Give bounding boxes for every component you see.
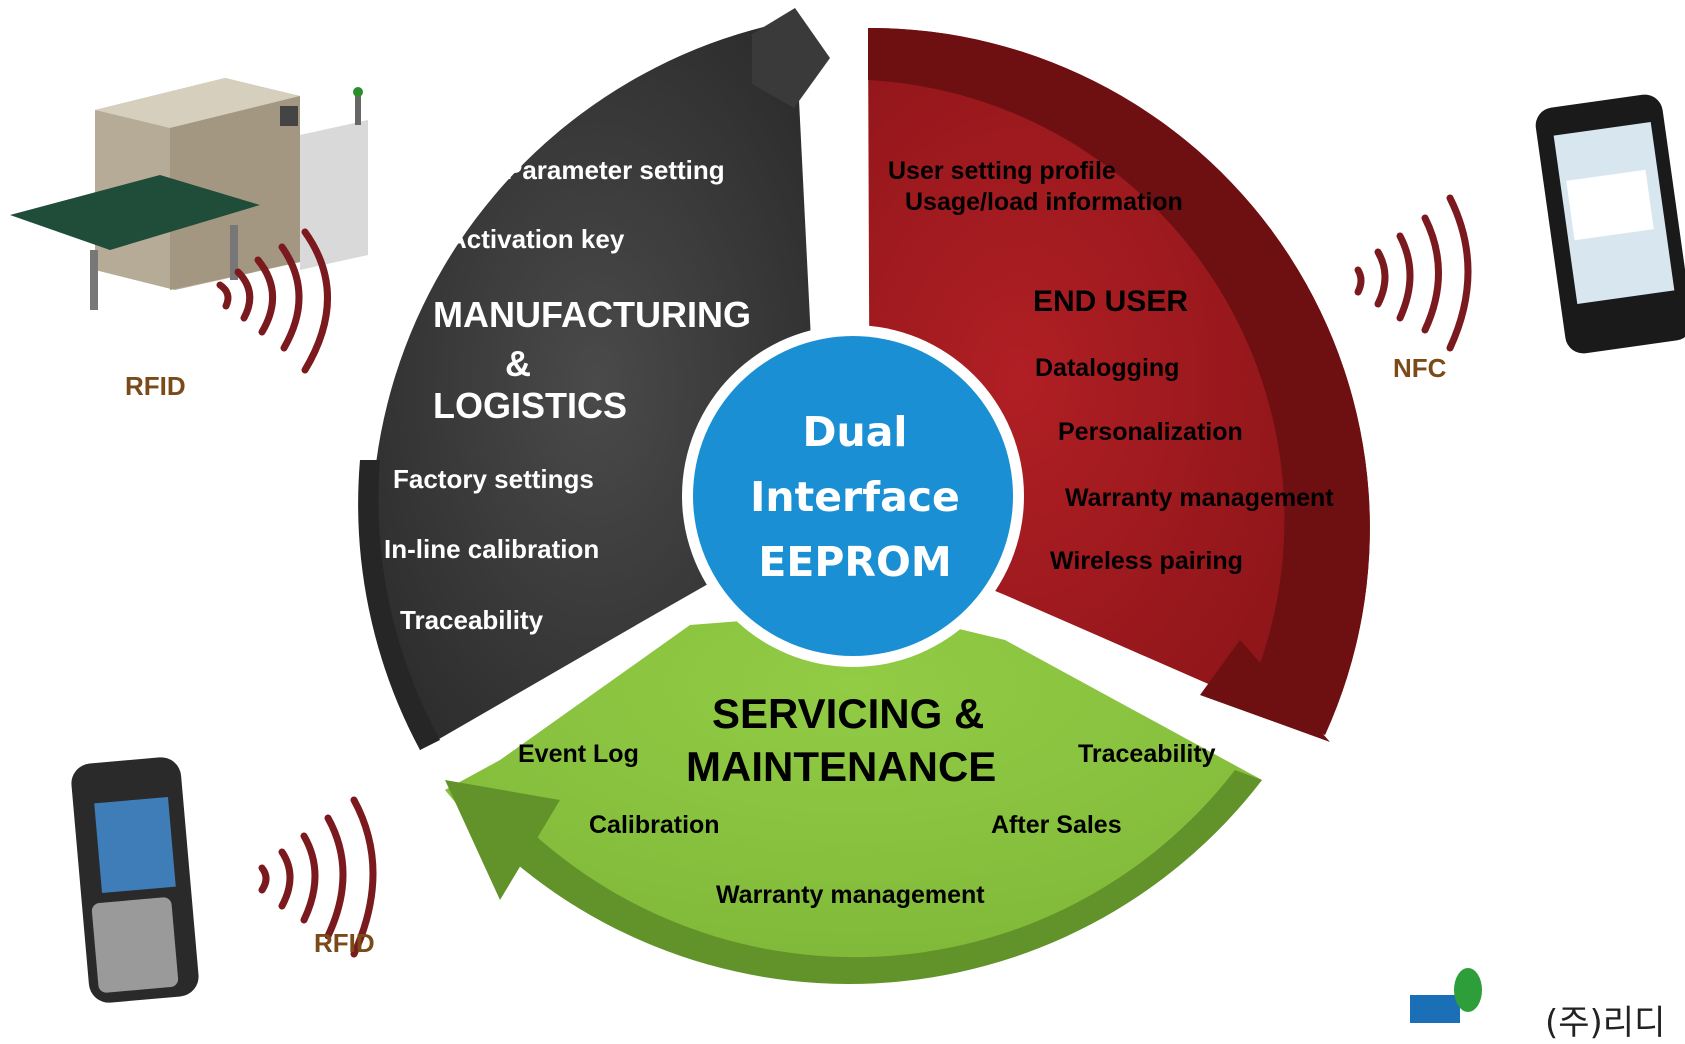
item-user-setting-profile: User setting profile [888,157,1116,185]
item-factory-settings: Factory settings [393,464,594,494]
wireless-signal-icon [1354,194,1472,352]
item-usage-load-information: Usage/load information [905,188,1183,216]
servicing-arrow-head [445,780,560,900]
center-circle-fill [693,336,1013,656]
center-label-line1: Dual [802,408,908,456]
center-label: Dual Interface EEPROM [690,400,1020,594]
protocol-rfid-bottom-left: RFID [314,928,375,958]
item-event-log: Event Log [518,740,639,768]
item-datalogging: Datalogging [1035,354,1180,382]
manufacturing-title-line1: MANUFACTURING [433,294,751,335]
logo-mark [1410,968,1482,1023]
item-traceability-manufacturing: Traceability [400,605,544,635]
item-personalization: Personalization [1058,418,1243,446]
end-user-arrow-rim [868,27,1370,736]
wireless-signal-icon [258,796,377,958]
wireless-signal-icon [216,228,331,374]
servicing-title-line1: SERVICING & [712,690,985,737]
manufacturing-title-line3: LOGISTICS [433,385,628,426]
item-warranty-management-end-user: Warranty management [1065,484,1334,512]
protocol-rfid-top-left: RFID [125,371,186,401]
end-user-arrow-head [1200,640,1330,742]
item-calibration: Calibration [589,811,720,839]
item-inline-calibration: In-line calibration [384,534,600,564]
smartphone-image [1535,94,1685,354]
item-wireless-pairing: Wireless pairing [1050,547,1243,575]
servicing-sector [445,610,1262,984]
center-label-line3: EEPROM [758,537,952,586]
manufacturing-title-line2: & [505,343,531,384]
item-parameter-setting: Parameter setting [505,155,725,185]
servicing-arrow-rim [470,770,1262,984]
center-label-line2: Interface [750,472,960,521]
company-logo-text: (주)리디 [1545,1003,1666,1043]
item-warranty-management-servicing: Warranty management [716,881,985,909]
dual-interface-diagram [10,8,1685,1023]
item-after-sales: After Sales [991,811,1122,839]
end-user-title: END USER [1033,285,1189,318]
protocol-nfc: NFC [1393,353,1447,383]
manufacturing-arrow-rim [358,460,440,750]
item-activation-key: Activation key [448,224,625,254]
handheld-scanner-image [71,757,199,1003]
conveyor-machine-image [10,78,368,310]
servicing-title-line2: MAINTENANCE [686,743,997,790]
item-traceability-servicing: Traceability [1078,740,1216,768]
servicing-arrow-body [445,610,1262,984]
manufacturing-arrow-head [752,8,830,108]
